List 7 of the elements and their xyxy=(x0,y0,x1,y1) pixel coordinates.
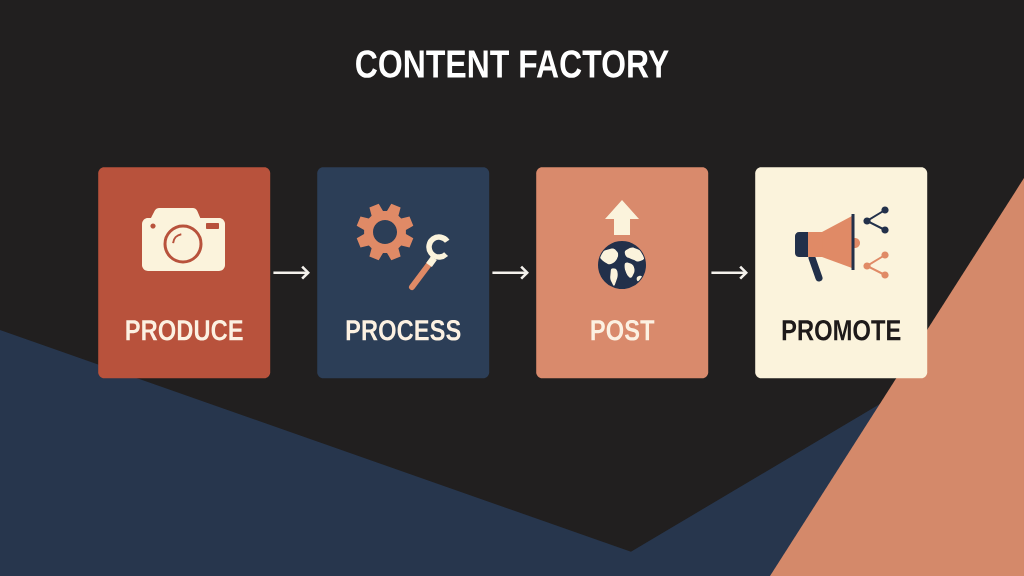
arrow xyxy=(492,265,529,280)
arrow xyxy=(273,265,310,280)
arrow xyxy=(711,265,748,280)
step-card: PROMOTE xyxy=(755,167,928,379)
step-card: PROCESS xyxy=(317,167,490,379)
step-card: POST xyxy=(536,167,709,379)
title: CONTENT FACTORY xyxy=(356,50,669,78)
